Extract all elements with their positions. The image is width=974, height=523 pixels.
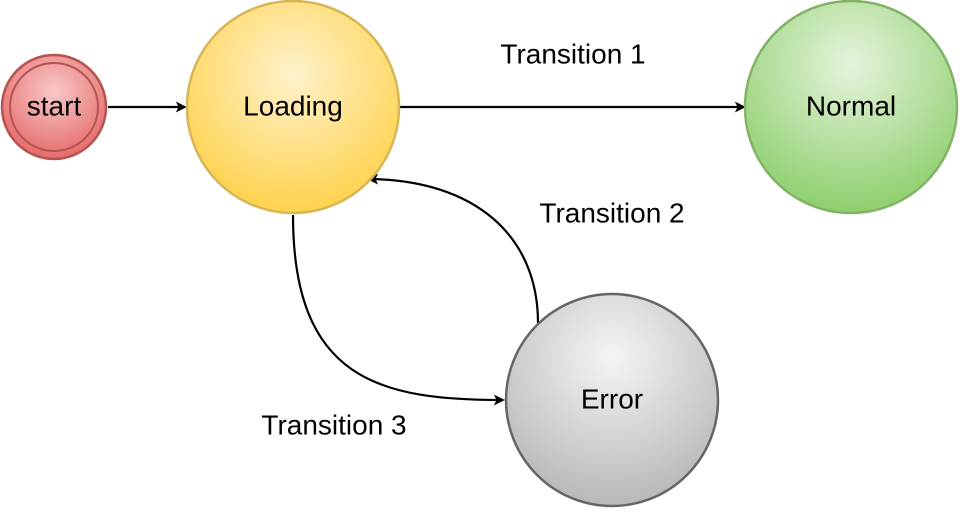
transition-3-label: Transition 3 [261, 409, 406, 440]
error-circle [504, 292, 720, 508]
normal-label: Normal [806, 90, 896, 121]
error-label: Error [581, 383, 643, 414]
loading-circle [185, 0, 401, 215]
edge-transition-3 [291, 214, 505, 406]
transition-2-label: Transition 2 [539, 197, 684, 228]
edge-transition-2 [367, 173, 540, 324]
start-label: start [27, 90, 82, 121]
node-error: Error [504, 292, 720, 508]
node-loading: Loading [185, 0, 401, 215]
start-inner-ring [9, 62, 99, 152]
start-outer-ring [0, 53, 108, 161]
loading-label: Loading [243, 90, 343, 121]
node-normal: Normal [743, 0, 959, 215]
node-start: start [0, 53, 108, 161]
normal-circle [743, 0, 959, 215]
transition-1-label: Transition 1 [500, 38, 645, 69]
